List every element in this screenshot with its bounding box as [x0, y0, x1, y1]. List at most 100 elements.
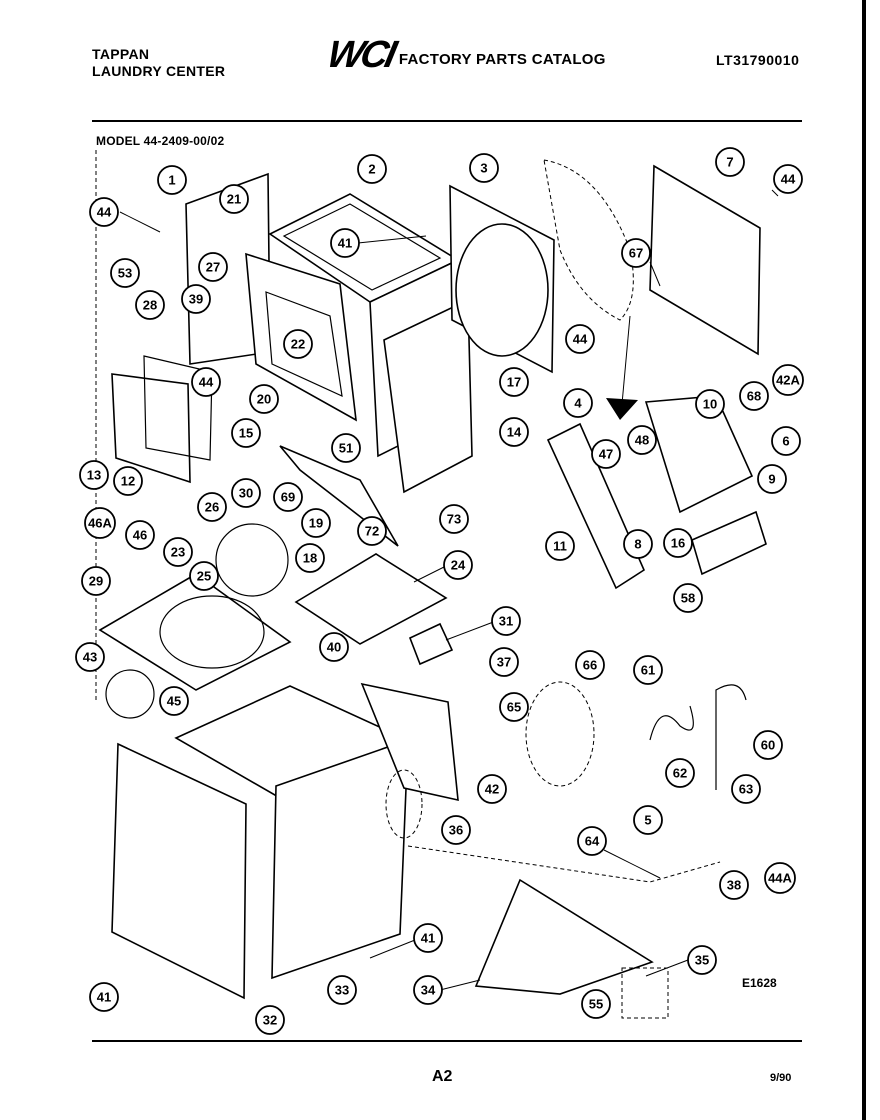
callout-circle — [89, 197, 119, 227]
callout-label: 14 — [507, 425, 522, 440]
callout-label: 68 — [747, 389, 761, 404]
callout-label: 43 — [83, 650, 97, 665]
callout-label: 60 — [761, 738, 775, 753]
callout-circle — [469, 153, 499, 183]
callout-label: 10 — [703, 397, 717, 412]
callout-circle — [772, 364, 804, 396]
callout-circle — [198, 252, 228, 282]
part-callout-37: 37 — [489, 647, 519, 677]
callout-circle — [181, 284, 211, 314]
part-callout-42: 42 — [477, 774, 507, 804]
callout-label: 44 — [97, 205, 112, 220]
callout-label: 40 — [327, 640, 341, 655]
callout-circle — [330, 228, 360, 258]
part-callout-24: 24 — [443, 550, 473, 580]
part-callout-5: 5 — [633, 805, 663, 835]
part-callout-12: 12 — [113, 466, 143, 496]
part-callout-51: 51 — [331, 433, 361, 463]
callout-circle — [739, 381, 769, 411]
callout-circle — [491, 606, 521, 636]
callout-label: 25 — [197, 569, 211, 584]
part-plate-24 — [294, 553, 448, 645]
part-door-window — [265, 291, 343, 398]
part-callout-13: 13 — [79, 460, 109, 490]
callout-circle — [665, 758, 695, 788]
callout-circle — [189, 561, 219, 591]
callout-label: 72 — [365, 524, 379, 539]
part-callout-21: 21 — [219, 184, 249, 214]
part-callout-4: 4 — [563, 388, 593, 418]
callout-circle — [159, 686, 189, 716]
part-callout-47: 47 — [591, 439, 621, 469]
part-callout-73: 73 — [439, 504, 469, 534]
callout-circle — [413, 975, 443, 1005]
callout-circle — [327, 975, 357, 1005]
part-callout-31: 31 — [491, 606, 521, 636]
part-washer-top — [98, 573, 292, 691]
part-side-panel-17 — [383, 298, 473, 494]
callout-circle — [135, 290, 165, 320]
callout-circle — [581, 989, 611, 1019]
callout-circle — [231, 478, 261, 508]
callout-circle — [633, 655, 663, 685]
callout-circle — [81, 566, 111, 596]
part-callout-48: 48 — [627, 425, 657, 455]
part-rear-cover-36 — [360, 682, 459, 802]
callout-circle — [231, 418, 261, 448]
callout-circle — [773, 164, 803, 194]
callout-circle — [771, 426, 801, 456]
callout-circle — [633, 805, 663, 835]
callout-label: 44 — [199, 375, 214, 390]
part-callout-32: 32 — [255, 1005, 285, 1035]
part-console — [644, 395, 754, 514]
callout-circle — [565, 324, 595, 354]
assembly-arrow — [621, 315, 631, 405]
brand-header: TAPPAN LAUNDRY CENTER — [92, 46, 225, 80]
part-callout-46: 46 — [125, 520, 155, 550]
callout-circle — [499, 367, 529, 397]
part-blower-outline — [543, 159, 634, 321]
part-callout-65: 65 — [499, 692, 529, 722]
callout-label: 44 — [573, 332, 588, 347]
part-callout-40: 40 — [319, 632, 349, 662]
callout-circle — [163, 537, 193, 567]
callout-label: 35 — [695, 953, 709, 968]
callout-label: 51 — [339, 441, 353, 456]
part-drum — [455, 223, 549, 357]
callout-circle — [621, 238, 651, 268]
catalog-title: FACTORY PARTS CATALOG — [398, 51, 606, 68]
part-callout-67: 67 — [621, 238, 651, 268]
callout-label: 62 — [673, 766, 687, 781]
callout-label: 39 — [189, 292, 203, 307]
callout-label: 30 — [239, 486, 253, 501]
part-callout-23: 23 — [163, 537, 193, 567]
part-callout-26: 26 — [197, 492, 227, 522]
callout-circle — [623, 529, 653, 559]
part-callout-55: 55 — [581, 989, 611, 1019]
callout-circle — [499, 692, 529, 722]
part-rear-panel — [649, 164, 761, 356]
callout-label: 17 — [507, 375, 521, 390]
callout-label: 47 — [599, 447, 613, 462]
part-callout-16: 16 — [663, 528, 693, 558]
part-callout-29: 29 — [81, 566, 111, 596]
part-door-inner — [143, 355, 213, 461]
callout-circle — [489, 647, 519, 677]
part-callout-58: 58 — [673, 583, 703, 613]
part-fill-hose — [715, 684, 747, 790]
callout-label: 12 — [121, 474, 135, 489]
callout-label: 3 — [480, 161, 487, 176]
part-callout-44A: 44A — [764, 862, 796, 894]
part-control-bracket — [546, 422, 646, 590]
callout-label: 34 — [421, 983, 436, 998]
callout-circle — [413, 923, 443, 953]
part-callout-63: 63 — [731, 774, 761, 804]
callout-label: 64 — [585, 834, 600, 849]
part-callout-46A: 46A — [84, 507, 116, 539]
part-callout-19: 19 — [301, 508, 331, 538]
callout-circle — [273, 482, 303, 512]
product-line: LAUNDRY CENTER — [92, 63, 226, 79]
callout-label: 4 — [574, 396, 582, 411]
assembly-arrow-head — [606, 398, 638, 420]
